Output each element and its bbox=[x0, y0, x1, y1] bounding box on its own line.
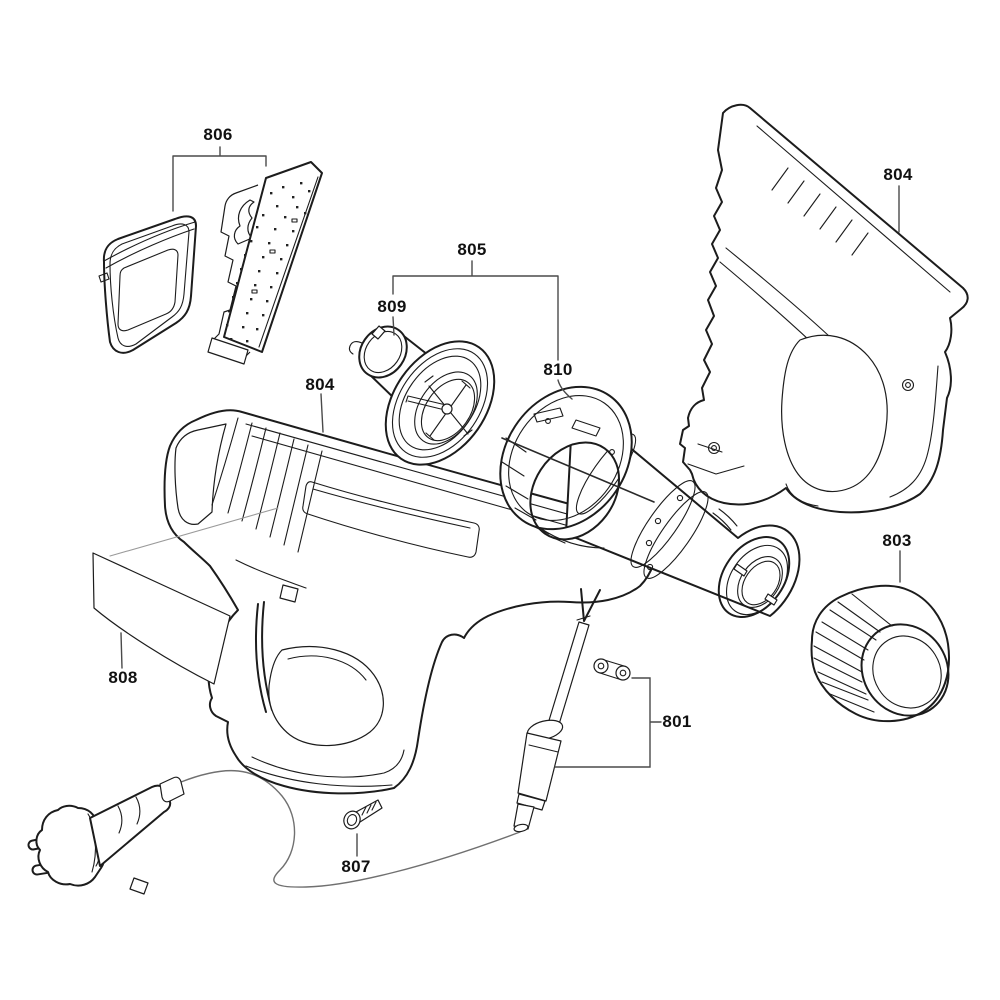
part-label-805: 805 bbox=[457, 240, 487, 259]
part-808-label-sheet bbox=[92, 507, 279, 685]
part-809-motor-fan bbox=[348, 325, 496, 466]
part-801-clamp bbox=[593, 658, 631, 681]
bracket-806 bbox=[172, 146, 267, 212]
part-label-804-left: 804 bbox=[305, 375, 335, 394]
leader-809 bbox=[392, 316, 395, 336]
part-806-pcb bbox=[207, 161, 323, 365]
part-804-right-housing bbox=[679, 103, 969, 514]
part-label-810: 810 bbox=[543, 360, 573, 379]
leader-810 bbox=[557, 379, 573, 400]
part-807-screw bbox=[343, 799, 383, 830]
part-label-804-right: 804 bbox=[883, 165, 913, 184]
part-803-knob bbox=[810, 584, 950, 723]
trigger-opening bbox=[268, 646, 384, 747]
part-label-808: 808 bbox=[108, 668, 138, 687]
callout-leader-lines bbox=[120, 146, 901, 857]
part-label-807: 807 bbox=[341, 857, 371, 876]
part-label-801: 801 bbox=[662, 712, 692, 731]
part-label-803: 803 bbox=[882, 531, 912, 550]
label-recess bbox=[302, 481, 480, 558]
part-804-left-housing bbox=[163, 409, 659, 795]
grip-opening bbox=[781, 334, 888, 493]
part-810-collar bbox=[499, 385, 633, 549]
leader-808 bbox=[120, 632, 123, 669]
bracket-805 bbox=[392, 260, 559, 361]
part-label-806: 806 bbox=[203, 125, 233, 144]
power-cord-plug bbox=[27, 769, 521, 895]
part-806-cover bbox=[98, 215, 197, 354]
bracket-801 bbox=[554, 677, 662, 768]
leader-804-left bbox=[320, 393, 324, 433]
pointer-810 bbox=[501, 437, 655, 503]
part-label-809: 809 bbox=[377, 297, 407, 316]
part-801-heating-element bbox=[513, 588, 601, 833]
